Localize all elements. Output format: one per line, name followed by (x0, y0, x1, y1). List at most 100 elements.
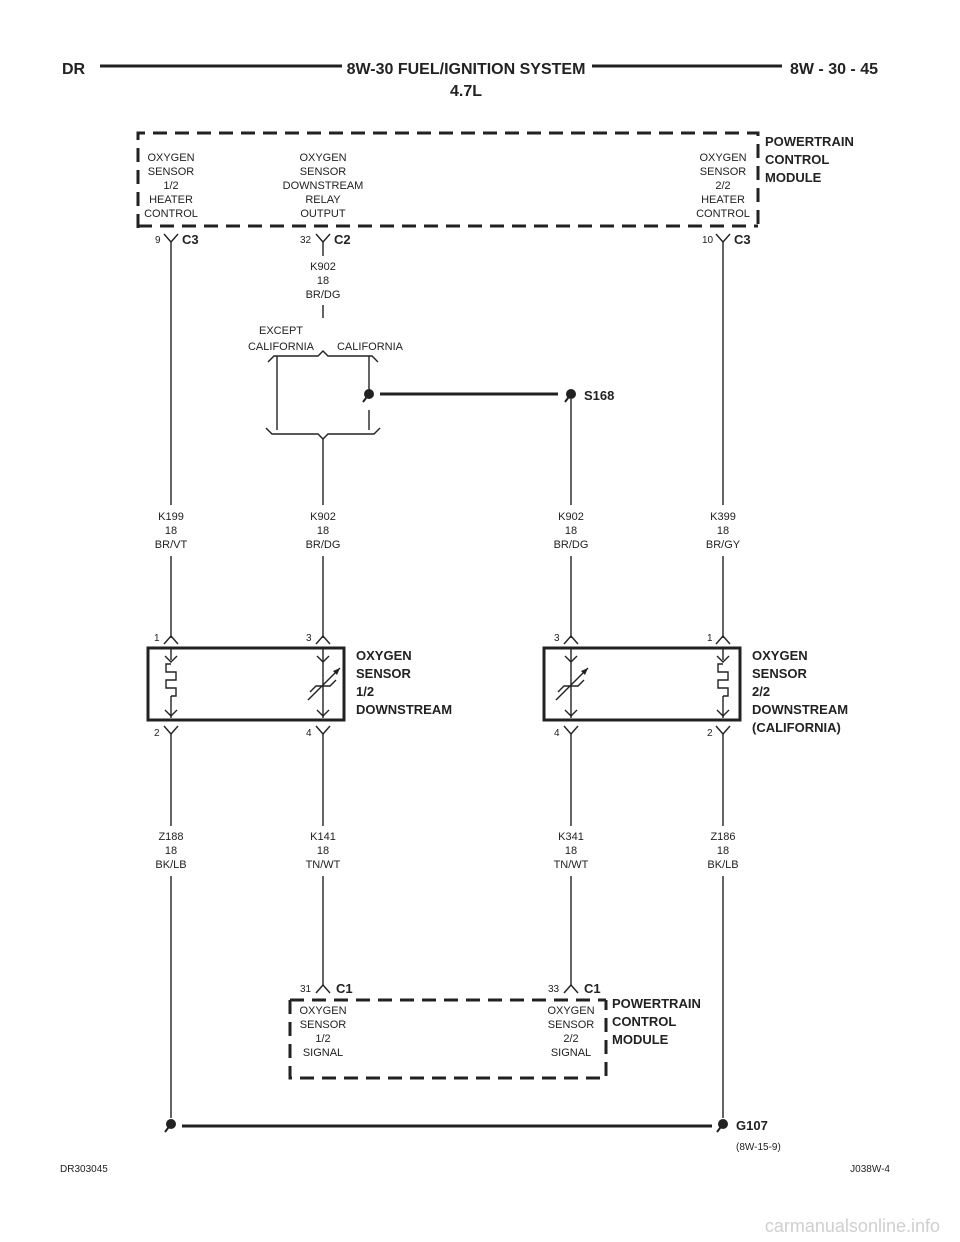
svg-text:18: 18 (565, 845, 577, 857)
svg-text:HEATER: HEATER (149, 194, 193, 206)
wire-label-k141: K141 18 TN/WT (306, 831, 341, 871)
pcm-bottom-conn-c1-right: C1 (584, 981, 601, 996)
svg-text:18: 18 (317, 845, 329, 857)
sensor-right-pin-br: 2 (707, 728, 713, 739)
sensor-left-label-4: DOWNSTREAM (356, 702, 452, 717)
splice-s168: S168 (362, 388, 614, 403)
pcm-top-label-2: CONTROL (765, 152, 829, 167)
svg-text:SENSOR: SENSOR (300, 166, 347, 178)
svg-text:18: 18 (165, 525, 177, 537)
sensor-left-pin-bl: 2 (154, 728, 160, 739)
svg-text:TN/WT: TN/WT (554, 859, 589, 871)
svg-text:K141: K141 (310, 831, 336, 843)
footer-left: DR303045 (60, 1164, 108, 1175)
header-left: DR (62, 61, 86, 78)
ground-g107: G107 (8W-15-9) (164, 1118, 781, 1153)
pcm-bottom-pin-33: 33 (548, 984, 560, 995)
svg-text:OXYGEN: OXYGEN (699, 152, 746, 164)
sensor-right-pin-tr: 1 (707, 633, 713, 644)
sensor-left-label-2: SENSOR (356, 666, 412, 681)
sensor-left-label-3: 1/2 (356, 684, 374, 699)
pcm-top-pin-9: 9 (155, 235, 161, 246)
pcm-bottom: 31 C1 33 C1 OXYGEN SENSOR 1/2 SIGNAL OXY… (288, 981, 701, 1080)
header-title: 8W-30 FUEL/IGNITION SYSTEM (347, 61, 586, 78)
pcm-top-pin-32-chevron (315, 233, 331, 244)
svg-text:18: 18 (317, 525, 329, 537)
svg-text:Z186: Z186 (710, 831, 735, 843)
pcm-bottom-pin-text-2: OXYGEN SENSOR 2/2 SIGNAL (547, 1005, 594, 1059)
svg-text:K199: K199 (158, 511, 184, 523)
svg-text:K902: K902 (310, 511, 336, 523)
svg-text:DOWNSTREAM: DOWNSTREAM (283, 180, 364, 192)
svg-text:18: 18 (165, 845, 177, 857)
svg-text:18: 18 (717, 845, 729, 857)
header-right: 8W - 30 - 45 (790, 61, 878, 78)
svg-text:BK/LB: BK/LB (707, 859, 738, 871)
svg-text:RELAY: RELAY (305, 194, 341, 206)
pcm-top-pin-text-3: OXYGEN SENSOR 2/2 HEATER CONTROL (696, 152, 750, 220)
pcm-bottom-pin-31-chevron (315, 983, 331, 994)
ground-g107-ref: (8W-15-9) (736, 1142, 781, 1153)
svg-text:BR/DG: BR/DG (306, 289, 341, 301)
pcm-top: POWERTRAIN CONTROL MODULE OXYGEN SENSOR … (136, 131, 854, 247)
pcm-top-label-1: POWERTRAIN (765, 134, 854, 149)
sensor-right-pin-tl: 3 (554, 633, 560, 644)
svg-text:SIGNAL: SIGNAL (551, 1047, 591, 1059)
wire-label-z188: Z188 18 BK/LB (155, 831, 186, 871)
wire-label-k902-a: K902 18 BR/DG (306, 511, 341, 551)
pcm-bottom-conn-c1-left: C1 (336, 981, 353, 996)
svg-text:CONTROL: CONTROL (696, 208, 750, 220)
wire-label-k199: K199 18 BR/VT (155, 511, 188, 551)
svg-text:OXYGEN: OXYGEN (299, 1005, 346, 1017)
pcm-bottom-pin-33-chevron (563, 983, 579, 994)
watermark: carmanualsonline.info (765, 1216, 940, 1236)
svg-text:18: 18 (317, 275, 329, 287)
oxygen-sensor-left: 1 3 2 4 OXYGEN SENSOR 1/2 DOWNSTREAM (146, 633, 452, 739)
variable-resistor-right-icon (555, 648, 589, 718)
pcm-top-label-3: MODULE (765, 170, 822, 185)
svg-text:BR/DG: BR/DG (554, 539, 589, 551)
pcm-top-pin-text-2: OXYGEN SENSOR DOWNSTREAM RELAY OUTPUT (283, 152, 364, 220)
sensor-right-pin-bl: 4 (554, 728, 560, 739)
wire-label-z186: Z186 18 BK/LB (707, 831, 738, 871)
sensor-left-label-1: OXYGEN (356, 648, 412, 663)
pcm-bottom-pin-text-1: OXYGEN SENSOR 1/2 SIGNAL (299, 1005, 346, 1059)
sensor-left-pin-br: 4 (306, 728, 312, 739)
svg-text:2/2: 2/2 (563, 1033, 578, 1045)
svg-text:TN/WT: TN/WT (306, 859, 341, 871)
header-subtitle: 4.7L (450, 83, 482, 100)
sensor-right-label-4: DOWNSTREAM (752, 702, 848, 717)
sensor-left-pin-tl: 1 (154, 633, 160, 644)
svg-text:OXYGEN: OXYGEN (299, 152, 346, 164)
svg-text:SENSOR: SENSOR (700, 166, 747, 178)
pcm-top-pin-10-chevron (715, 233, 731, 244)
variable-resistor-left-icon (307, 648, 341, 718)
oxygen-sensor-right: 3 1 4 2 OXYGEN SENSOR 2/2 DOWNSTREAM (CA… (542, 633, 848, 739)
splice-s168-label: S168 (584, 388, 614, 403)
ground-g107-label: G107 (736, 1118, 768, 1133)
svg-text:SENSOR: SENSOR (300, 1019, 347, 1031)
pcm-bottom-label-3: MODULE (612, 1032, 669, 1047)
svg-text:K399: K399 (710, 511, 736, 523)
svg-text:2/2: 2/2 (715, 180, 730, 192)
svg-text:BR/VT: BR/VT (155, 539, 188, 551)
option-bracket: EXCEPT CALIFORNIA CALIFORNIA (248, 325, 404, 440)
heater-element-left-icon (164, 648, 178, 718)
sensor-right-label-1: OXYGEN (752, 648, 808, 663)
pcm-top-pin-9-chevron (163, 233, 179, 244)
option-california: CALIFORNIA (337, 341, 404, 353)
svg-text:OUTPUT: OUTPUT (300, 208, 346, 220)
pcm-top-conn-c2: C2 (334, 232, 351, 247)
svg-text:18: 18 (717, 525, 729, 537)
svg-text:BR/GY: BR/GY (706, 539, 741, 551)
svg-text:18: 18 (565, 525, 577, 537)
sensor-right-label-5: (CALIFORNIA) (752, 720, 841, 735)
wire-label-k399: K399 18 BR/GY (706, 511, 741, 551)
svg-text:OXYGEN: OXYGEN (147, 152, 194, 164)
pcm-bottom-pin-31: 31 (300, 984, 312, 995)
svg-text:SENSOR: SENSOR (548, 1019, 595, 1031)
wire-label-k341: K341 18 TN/WT (554, 831, 589, 871)
pcm-top-pin-32: 32 (300, 235, 312, 246)
svg-text:OXYGEN: OXYGEN (547, 1005, 594, 1017)
